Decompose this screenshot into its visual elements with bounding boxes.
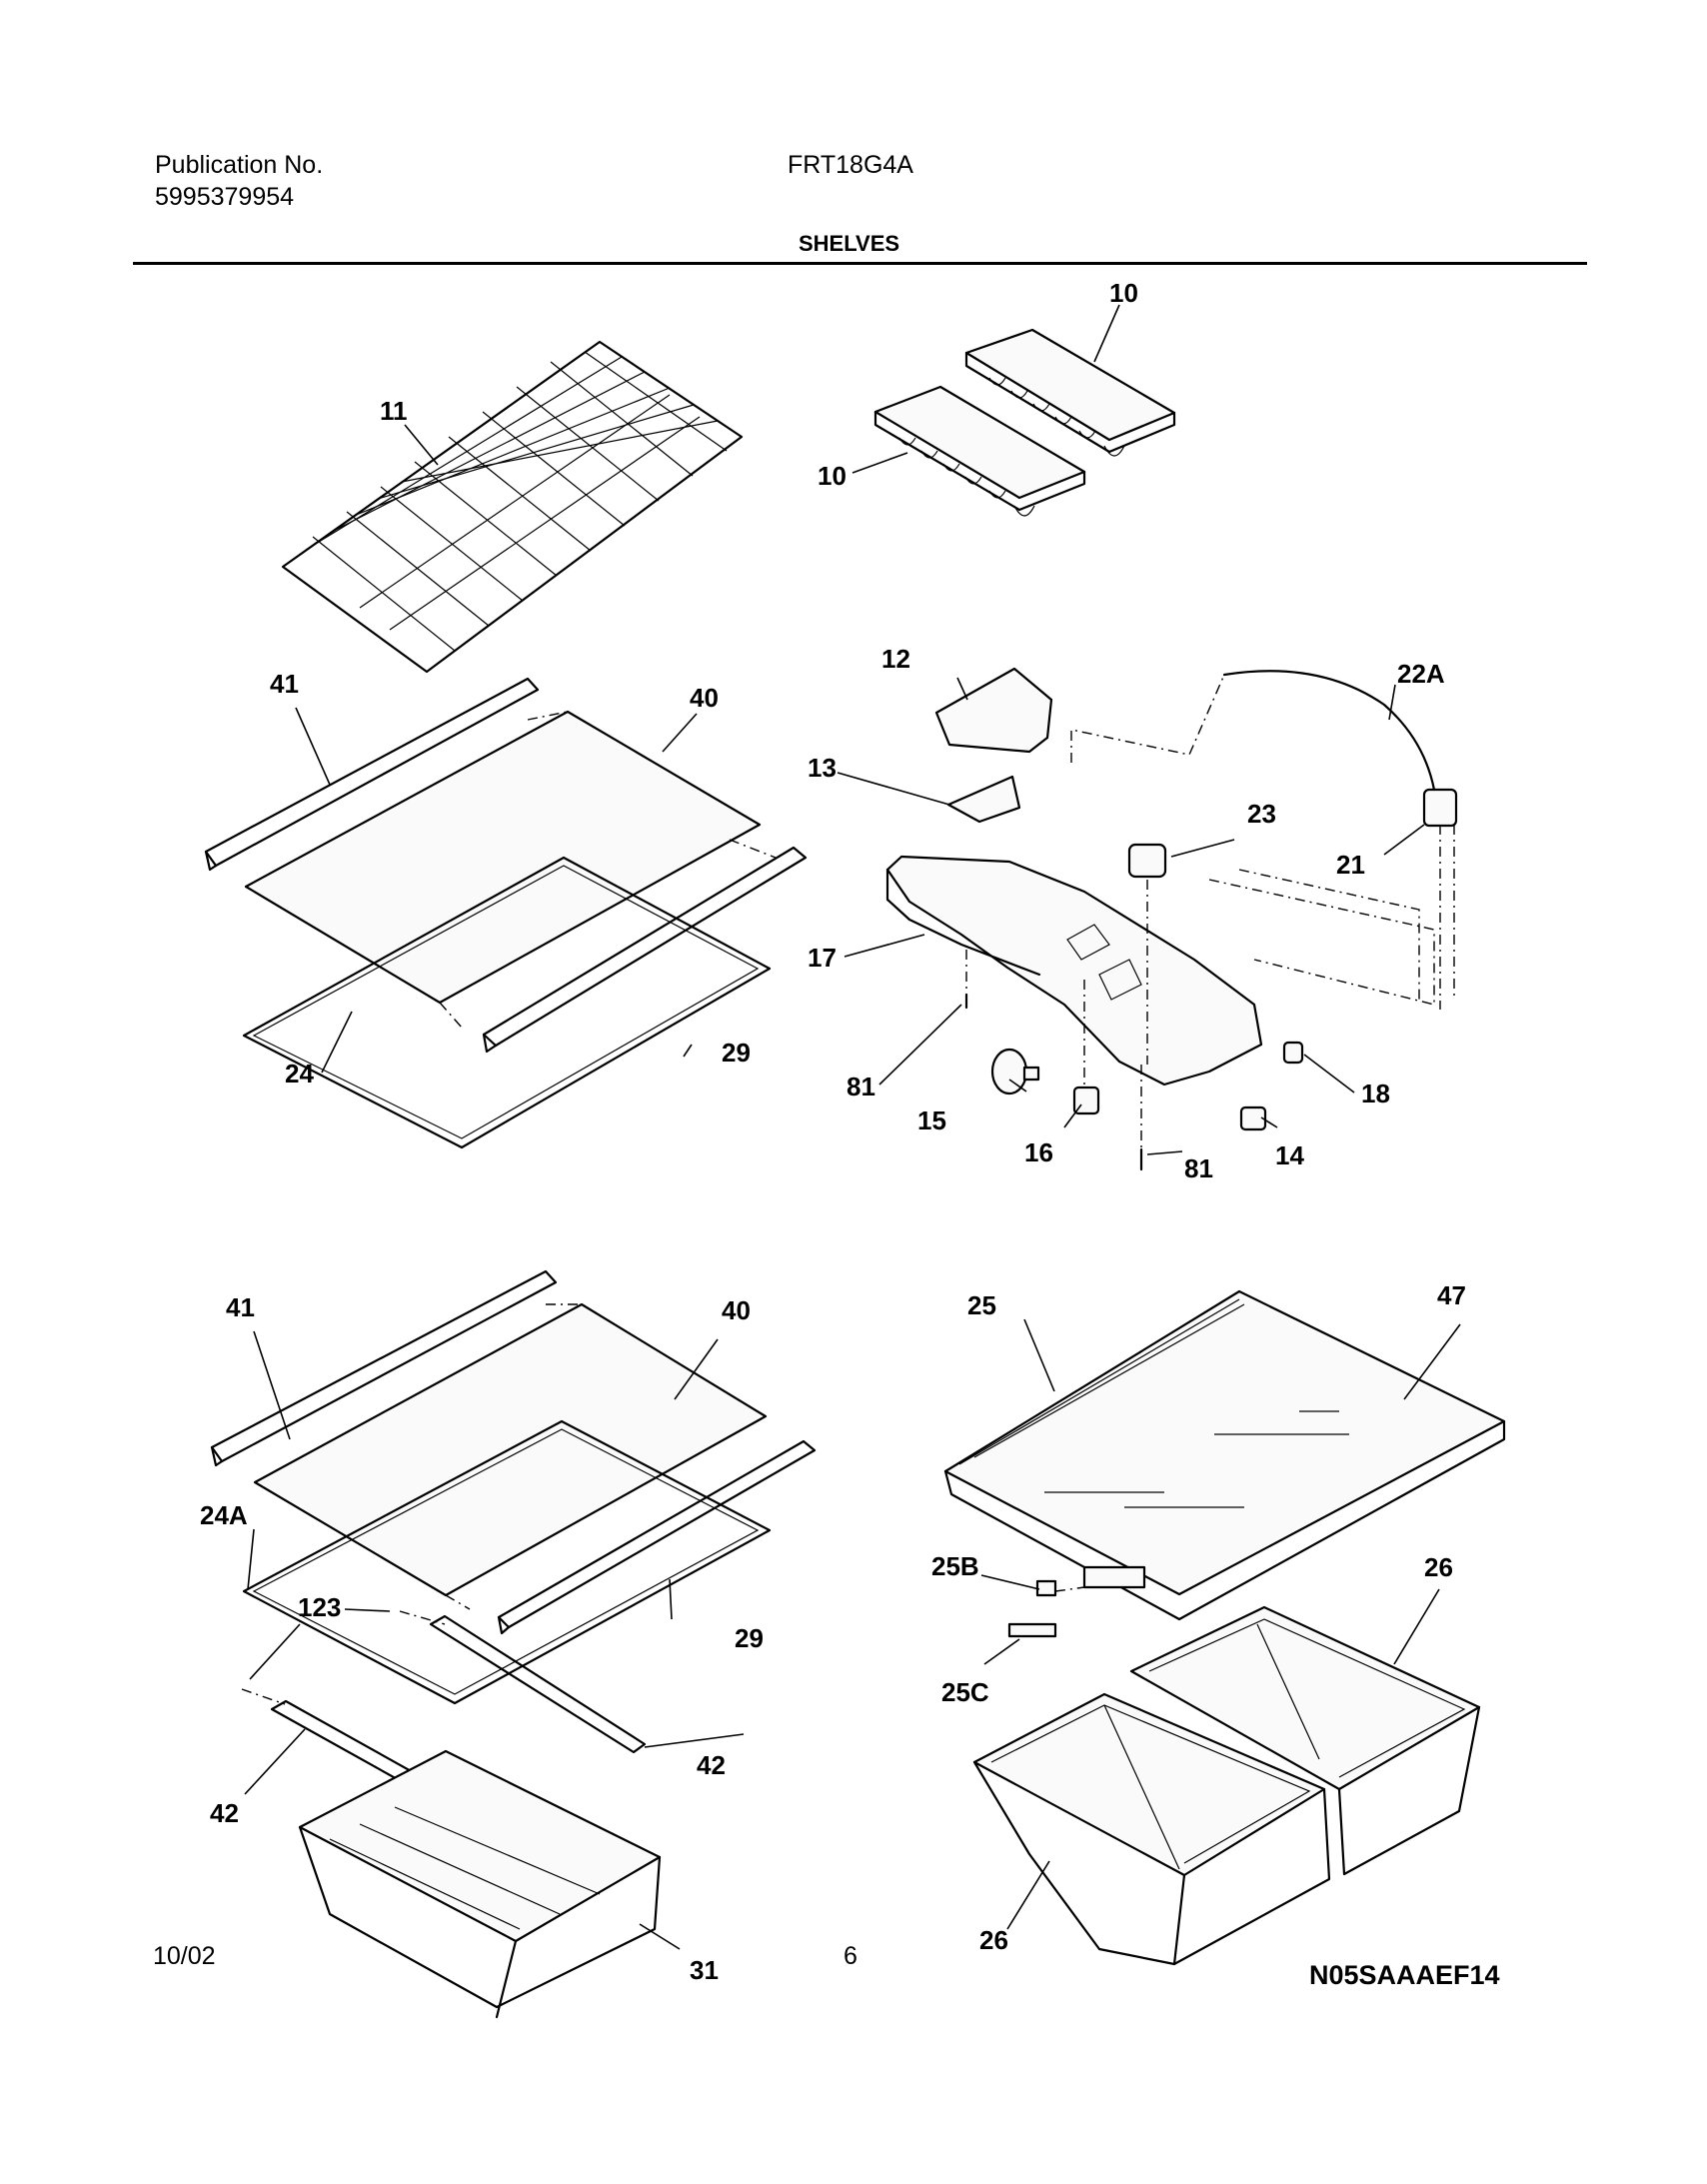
- wire-shelf: [281, 340, 744, 674]
- diagram-code: N05SAAAEF14: [1309, 1960, 1500, 1990]
- label-10-lower: 10: [818, 461, 847, 491]
- upper-shelf-assembly: [204, 677, 808, 1149]
- label-41-lower: 41: [226, 1292, 255, 1322]
- label-13: 13: [808, 753, 837, 783]
- label-47: 47: [1437, 1280, 1466, 1310]
- label-40-top: 40: [690, 683, 719, 713]
- label-31: 31: [690, 1955, 719, 1985]
- label-24a: 24A: [200, 1500, 248, 1530]
- section-title: SHELVES: [799, 231, 900, 256]
- label-29-top: 29: [722, 1038, 751, 1068]
- label-25c: 25C: [941, 1677, 989, 1707]
- label-41-top: 41: [270, 669, 299, 699]
- publication-number: 5995379954: [155, 183, 295, 211]
- label-18: 18: [1361, 1079, 1390, 1108]
- footer-date: 10/02: [153, 1942, 216, 1970]
- ice-tray-lower: [873, 385, 1086, 517]
- label-26-left: 26: [979, 1925, 1008, 1955]
- label-26-right: 26: [1424, 1552, 1453, 1582]
- label-17: 17: [808, 943, 837, 973]
- label-81-bottom: 81: [1184, 1153, 1213, 1183]
- page-number: 6: [844, 1942, 857, 1970]
- label-16: 16: [1024, 1137, 1053, 1167]
- label-22a: 22A: [1397, 659, 1445, 689]
- label-40-lower: 40: [722, 1295, 751, 1325]
- control-housing-assembly: [885, 667, 1458, 1171]
- label-21: 21: [1336, 850, 1365, 880]
- label-24: 24: [285, 1059, 314, 1089]
- label-25b: 25B: [931, 1551, 979, 1581]
- label-14: 14: [1275, 1140, 1304, 1170]
- crisper-cover-assembly: [943, 1289, 1506, 1638]
- ice-tray-upper: [964, 328, 1176, 457]
- label-81-left: 81: [847, 1072, 875, 1101]
- header-rule: [133, 262, 1587, 265]
- lower-shelf-assembly: [210, 1269, 817, 2019]
- label-42-left: 42: [210, 1798, 239, 1828]
- label-11: 11: [380, 396, 408, 426]
- label-42-right: 42: [697, 1750, 726, 1780]
- publication-label: Publication No.: [155, 151, 324, 179]
- label-123: 123: [298, 1592, 341, 1622]
- crisper-left: [972, 1692, 1331, 1966]
- model-number: FRT18G4A: [788, 151, 913, 179]
- label-29-lower: 29: [735, 1623, 764, 1653]
- label-23: 23: [1247, 799, 1276, 829]
- label-15: 15: [917, 1105, 946, 1135]
- label-25: 25: [967, 1290, 996, 1320]
- leader-lines: [244, 304, 1461, 1950]
- label-12: 12: [881, 644, 910, 674]
- crisper-right: [1129, 1605, 1481, 1876]
- callout-labels: 11 10 10 41 40 12 22A 13 23 21 17 81 29 …: [200, 278, 1500, 1990]
- label-10-upper: 10: [1109, 278, 1138, 308]
